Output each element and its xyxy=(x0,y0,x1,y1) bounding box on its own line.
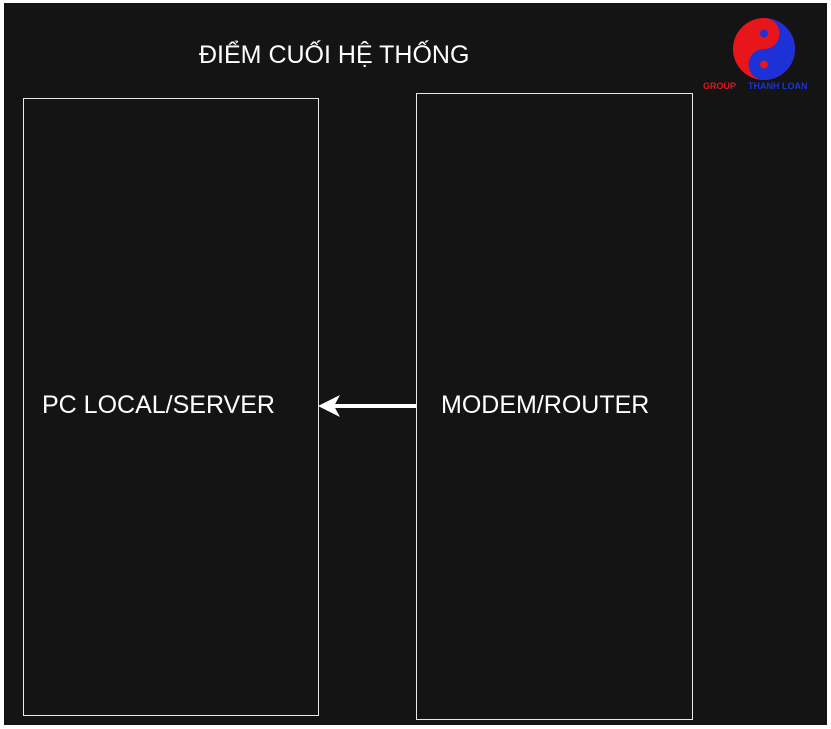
arrow-head xyxy=(318,395,340,417)
diagram-title: ĐIỂM CUỐI HỆ THỐNG xyxy=(199,41,470,69)
edge-modem-to-pc-arrow xyxy=(318,395,416,417)
pc-local-server-label: PC LOCAL/SERVER xyxy=(42,391,275,419)
logo-brand-text: THANH LOAN xyxy=(748,81,808,91)
diagram-canvas: ĐIỂM CUỐI HỆ THỐNG PC LOCAL/SERVER MODEM… xyxy=(4,3,827,725)
logo-group-text: GROUP xyxy=(703,81,737,91)
modem-router-label: MODEM/ROUTER xyxy=(441,391,650,419)
yin-yang-icon xyxy=(733,18,795,80)
modem-router-node xyxy=(416,93,693,720)
